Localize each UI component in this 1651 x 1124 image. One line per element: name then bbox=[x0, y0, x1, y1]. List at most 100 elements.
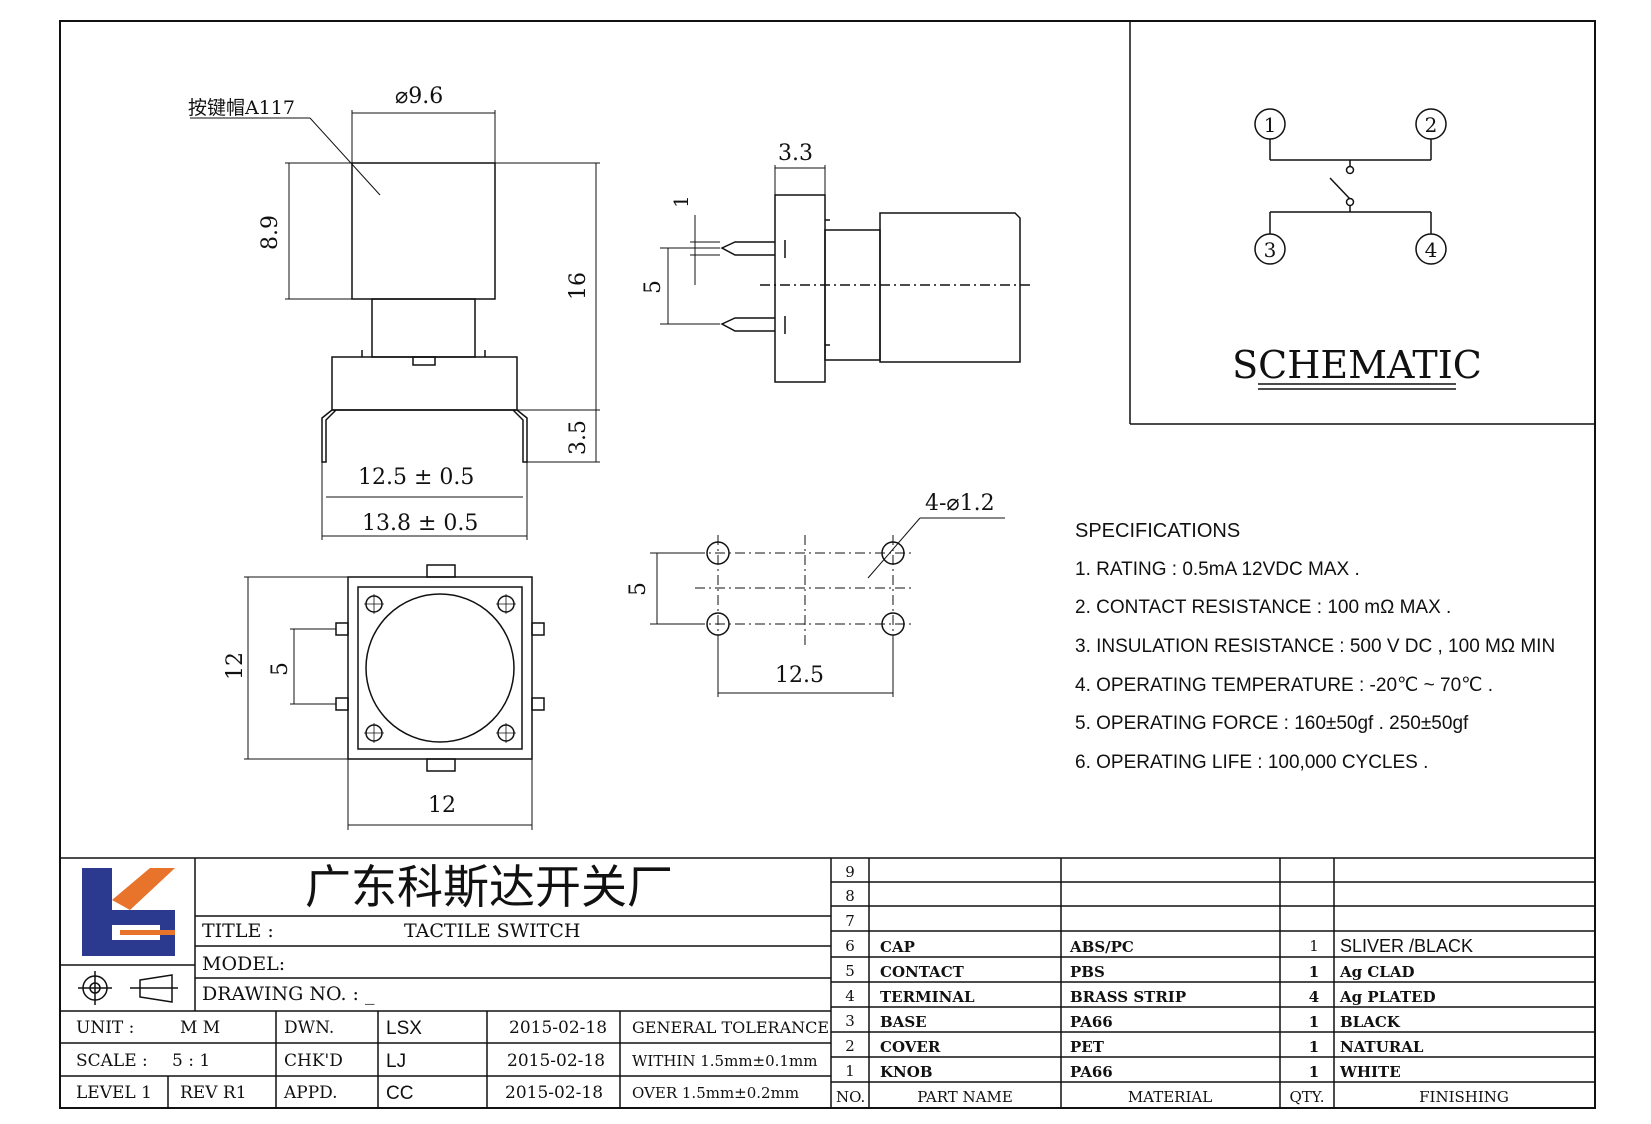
side-view bbox=[720, 194, 1030, 383]
title-block-lines bbox=[60, 857, 1595, 1108]
bom-finishing: BLACK bbox=[1340, 1013, 1401, 1031]
projection-symbol-icon bbox=[78, 971, 178, 1005]
bom-no: 4 bbox=[845, 987, 855, 1005]
front-view bbox=[321, 162, 528, 463]
dim-body-pin-pitch: 5 bbox=[268, 662, 293, 676]
dim-cap-dia: ⌀9.6 bbox=[395, 84, 443, 109]
appd-label: APPD. bbox=[283, 1083, 338, 1103]
pin-3-label: 3 bbox=[1264, 238, 1277, 262]
specifications-title: SPECIFICATIONS bbox=[1075, 520, 1241, 542]
dim-total-height: 16 bbox=[566, 272, 591, 300]
bom-header-material: MATERIAL bbox=[1128, 1088, 1212, 1106]
pcb-hole-layout bbox=[695, 535, 915, 645]
bom-qty: 1 bbox=[1309, 1038, 1319, 1056]
level-label: LEVEL 1 bbox=[76, 1083, 152, 1103]
bom-qty: 1 bbox=[1309, 1013, 1319, 1031]
bom-row: 1 KNOB PA66 1 WHITE bbox=[845, 1062, 1400, 1081]
schematic-title: SCHEMATIC bbox=[1232, 343, 1482, 387]
title-label: TITLE : bbox=[202, 920, 274, 942]
dim-side-width: 3.3 bbox=[778, 141, 813, 166]
dim-hole-dia: 4-⌀1.2 bbox=[925, 491, 995, 516]
bom-qty: 1 bbox=[1309, 963, 1319, 981]
rev-label: REV R1 bbox=[180, 1083, 247, 1103]
callout-keycap: 按键帽A117 bbox=[188, 97, 295, 119]
bom-no: 6 bbox=[845, 937, 855, 955]
bom-finishing: SLIVER /BLACK bbox=[1340, 936, 1473, 956]
bom-material: PET bbox=[1070, 1038, 1105, 1056]
tolerance-within: WITHIN 1.5mm±0.1mm bbox=[632, 1052, 817, 1070]
bom-no: 5 bbox=[845, 962, 855, 980]
bom-finishing: Ag PLATED bbox=[1339, 988, 1436, 1006]
dim-body-height: 12 bbox=[223, 652, 248, 680]
bom-material: BRASS STRIP bbox=[1070, 988, 1186, 1006]
bom-no: 3 bbox=[845, 1012, 855, 1030]
bom-row-8-no: 8 bbox=[845, 887, 855, 905]
dim-side-pin: 1 bbox=[669, 195, 693, 208]
dim-pin-span-inner: 12.5 ± 0.5 bbox=[358, 465, 474, 490]
bom-qty: 4 bbox=[1309, 988, 1319, 1006]
scale-label: SCALE : bbox=[76, 1051, 148, 1071]
bom-part: COVER bbox=[880, 1038, 941, 1056]
model-label: MODEL: bbox=[202, 953, 285, 975]
spec-item: 2. CONTACT RESISTANCE : 100 mΩ MAX . bbox=[1075, 597, 1452, 618]
chk-date: 2015-02-18 bbox=[507, 1051, 605, 1071]
bom-material: ABS/PC bbox=[1069, 938, 1134, 956]
bom-part: BASE bbox=[880, 1013, 927, 1031]
chk-label: CHK'D bbox=[284, 1051, 343, 1071]
drawing-no-label: DRAWING NO. : _ bbox=[202, 983, 375, 1005]
bom-material: PBS bbox=[1070, 963, 1105, 981]
company-logo bbox=[80, 864, 180, 956]
bom-material: PA66 bbox=[1070, 1063, 1113, 1081]
pin-1-label: 1 bbox=[1264, 113, 1277, 137]
pcb-hole-dimensions bbox=[650, 517, 1005, 697]
schematic-box: 1 2 3 4 SCHEMATIC bbox=[1129, 21, 1595, 425]
dwn-value: LSX bbox=[386, 1018, 422, 1039]
bom-header-qty: QTY. bbox=[1289, 1088, 1324, 1106]
spec-item: 1. RATING : 0.5mA 12VDC MAX . bbox=[1075, 559, 1360, 580]
top-view bbox=[335, 564, 545, 772]
company-name: 广东科斯达开关厂 bbox=[305, 860, 673, 914]
bom-no: 1 bbox=[845, 1062, 855, 1080]
bom-row: 3 BASE PA66 1 BLACK bbox=[845, 1012, 1401, 1031]
side-view-dimensions bbox=[660, 165, 826, 325]
dim-side-pin-pitch: 5 bbox=[641, 280, 666, 294]
bom-part: TERMINAL bbox=[880, 988, 975, 1006]
pin-4-label: 4 bbox=[1425, 238, 1438, 262]
top-view-dimensions bbox=[244, 576, 533, 830]
unit-value: M M bbox=[180, 1018, 220, 1038]
dwn-label: DWN. bbox=[284, 1018, 334, 1038]
bom-header-part: PART NAME bbox=[917, 1088, 1013, 1106]
dim-body-width: 12 bbox=[428, 793, 456, 818]
bom-row: 2 COVER PET 1 NATURAL bbox=[845, 1037, 1424, 1056]
bom-row: 5 CONTACT PBS 1 Ag CLAD bbox=[845, 962, 1414, 981]
bom-row: 6 CAP ABS/PC 1 SLIVER /BLACK bbox=[845, 936, 1473, 956]
bom-part: KNOB bbox=[880, 1063, 933, 1081]
title-value: TACTILE SWITCH bbox=[404, 920, 580, 942]
tolerance-over: OVER 1.5mm±0.2mm bbox=[632, 1084, 799, 1102]
spec-item: 4. OPERATING TEMPERATURE : -20℃ ~ 70℃ . bbox=[1075, 675, 1494, 696]
bom-header-no: NO. bbox=[836, 1088, 865, 1106]
bom-row-9-no: 9 bbox=[845, 863, 855, 881]
bom-part: CAP bbox=[880, 938, 915, 956]
bom-finishing: WHITE bbox=[1339, 1063, 1401, 1081]
dim-hole-pitch-x: 12.5 bbox=[775, 663, 824, 688]
dim-cap-height: 8.9 bbox=[258, 215, 283, 250]
spec-item: 5. OPERATING FORCE : 160±50gf . 250±50gf bbox=[1075, 713, 1469, 734]
appd-date: 2015-02-18 bbox=[505, 1083, 603, 1103]
bom-no: 2 bbox=[845, 1037, 855, 1055]
bom-row-7-no: 7 bbox=[845, 912, 855, 930]
scale-value: 5 : 1 bbox=[172, 1051, 210, 1071]
tolerance-title: GENERAL TOLERANCE bbox=[632, 1018, 829, 1037]
bom-finishing: NATURAL bbox=[1340, 1038, 1424, 1056]
pin-2-label: 2 bbox=[1425, 113, 1438, 137]
dwn-date: 2015-02-18 bbox=[509, 1018, 607, 1038]
spec-item: 6. OPERATING LIFE : 100,000 CYCLES . bbox=[1075, 752, 1429, 773]
bom-row: 4 TERMINAL BRASS STRIP 4 Ag PLATED bbox=[845, 987, 1435, 1006]
spec-item: 3. INSULATION RESISTANCE : 500 V DC , 10… bbox=[1075, 636, 1556, 657]
dim-hole-pitch-y: 5 bbox=[626, 582, 651, 596]
bom-part: CONTACT bbox=[880, 963, 965, 981]
bom-header-finishing: FINISHING bbox=[1419, 1088, 1509, 1106]
bom-finishing: Ag CLAD bbox=[1339, 963, 1414, 981]
dim-pin-span-outer: 13.8 ± 0.5 bbox=[362, 511, 478, 536]
